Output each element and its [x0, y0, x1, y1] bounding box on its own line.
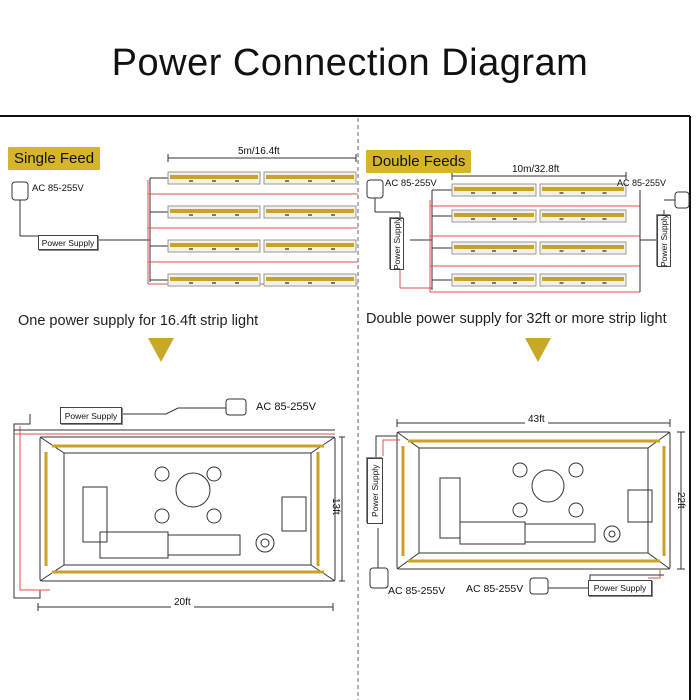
double-feed-power-supply-right: Power Supply	[657, 214, 671, 268]
double-feed-caption: Double power supply for 32ft or more str…	[366, 311, 667, 327]
page-title: Power Connection Diagram	[111, 42, 589, 84]
led-strip-segment	[167, 239, 261, 253]
led-strip-segment	[263, 273, 357, 287]
double-layout-power-supply-left: Power Supply	[367, 458, 383, 524]
led-strip-segment	[539, 209, 627, 223]
double-feed-strips	[451, 183, 627, 287]
double-layout-width: 43ft	[525, 414, 548, 425]
single-layout-power-supply: Power Supply	[60, 407, 122, 424]
led-strip-segment	[167, 273, 261, 287]
single-feed-power-supply: Power Supply	[38, 235, 98, 250]
double-room-strips	[401, 439, 666, 563]
double-layout-power-supply-bottom: Power Supply	[588, 580, 652, 596]
down-arrow-right	[525, 338, 551, 362]
double-feed-voltage-left: AC 85-255V	[385, 178, 437, 189]
adapter-block-single	[225, 398, 247, 416]
led-strip-segment	[167, 171, 261, 185]
single-feed-length: 5m/16.4ft	[238, 146, 280, 157]
single-layout-width: 20ft	[171, 597, 194, 608]
double-feed-length: 10m/32.8ft	[512, 164, 560, 175]
outer-frame	[0, 115, 691, 700]
adapter-block-double-bottom	[529, 577, 549, 595]
double-feed-voltage-right: AC 85-255V	[617, 178, 667, 188]
led-strip-segment	[167, 205, 261, 219]
led-strip-segment	[539, 183, 627, 197]
single-layout-height: 13ft	[330, 498, 341, 515]
single-feed-voltage: AC 85-255V	[32, 183, 84, 194]
adapter-icon-left	[366, 179, 384, 199]
double-layout-height: 22ft	[675, 492, 686, 509]
led-strip-segment	[451, 209, 537, 223]
double-room-layout	[396, 431, 671, 570]
adapter-block-double-left	[369, 567, 389, 589]
double-feed-tag: Double Feeds	[366, 150, 472, 173]
single-feed-tag: Single Feed	[8, 147, 101, 170]
single-feed-strips	[167, 171, 357, 287]
single-room-strips	[44, 444, 324, 574]
led-strip-segment	[263, 205, 357, 219]
adapter-icon-right	[674, 191, 690, 209]
double-feed-power-supply-left: Power Supply	[390, 217, 404, 271]
led-strip-segment	[263, 239, 357, 253]
double-layout-voltage-left: AC 85-255V	[388, 585, 446, 597]
led-strip-segment	[263, 171, 357, 185]
double-room-wires	[375, 419, 685, 589]
led-strip-segment	[451, 183, 537, 197]
led-strip-segment	[451, 241, 537, 255]
adapter-icon	[11, 181, 29, 210]
led-strip-segment	[539, 273, 627, 287]
single-room-layout	[39, 436, 336, 582]
single-layout-voltage: AC 85-255V	[256, 401, 316, 413]
led-strip-segment	[451, 273, 537, 287]
single-feed-caption: One power supply for 16.4ft strip light	[18, 313, 259, 329]
double-layout-voltage-bottom: AC 85-255V	[466, 583, 524, 595]
down-arrow-left	[148, 338, 174, 362]
led-strip-segment	[539, 241, 627, 255]
